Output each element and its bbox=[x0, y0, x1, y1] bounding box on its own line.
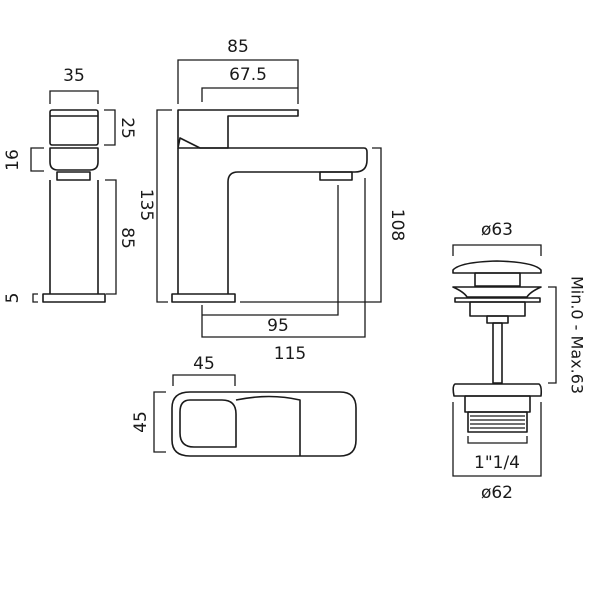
dim-spout-height: 108 bbox=[387, 209, 407, 241]
dim-top-depth: 45 bbox=[131, 411, 151, 433]
side-lever-top bbox=[49, 109, 99, 146]
waste-thread bbox=[467, 411, 528, 433]
side-base bbox=[42, 293, 106, 303]
dim-cap-diameter: ø63 bbox=[481, 220, 513, 240]
front-lever bbox=[177, 109, 299, 149]
waste-view: ø63 Min.0 - Max.63 1"1/4 ø62 bbox=[452, 220, 587, 503]
waste-rod bbox=[492, 322, 503, 384]
dim-base-diameter: ø62 bbox=[481, 483, 513, 503]
dim-total-height: 135 bbox=[136, 189, 156, 221]
front-body-spout bbox=[177, 147, 368, 294]
waste-base-flange bbox=[452, 383, 543, 397]
waste-neck bbox=[474, 272, 521, 287]
dim-top-width: 45 bbox=[193, 354, 215, 374]
side-lever-bottom bbox=[49, 147, 99, 171]
dim-side-width: 35 bbox=[63, 66, 85, 86]
waste-cap bbox=[452, 260, 542, 274]
front-view: 85 67.5 135 108 95 115 bbox=[136, 37, 407, 364]
front-base bbox=[171, 293, 236, 303]
dim-thread: 1"1/4 bbox=[474, 453, 520, 473]
waste-body bbox=[464, 395, 531, 413]
dim-lever-length: 67.5 bbox=[229, 65, 267, 85]
dim-adjustment: Min.0 - Max.63 bbox=[568, 276, 587, 394]
top-outline bbox=[171, 391, 357, 457]
dim-side-lever-depth: 16 bbox=[3, 149, 23, 171]
dim-total-depth: 115 bbox=[274, 344, 306, 364]
side-aerator bbox=[56, 171, 91, 181]
dim-side-base-height: 5 bbox=[3, 293, 23, 304]
dim-side-lever-height: 25 bbox=[117, 117, 137, 139]
waste-flange bbox=[452, 286, 542, 298]
top-view: 45 45 bbox=[131, 354, 357, 457]
front-aerator bbox=[319, 171, 353, 181]
dim-side-body-height: 85 bbox=[117, 227, 137, 249]
side-view: 35 25 16 85 5 bbox=[3, 66, 137, 303]
dim-lever-reach: 85 bbox=[227, 37, 249, 57]
top-lever bbox=[179, 399, 237, 448]
dim-spout-projection: 95 bbox=[267, 316, 289, 336]
